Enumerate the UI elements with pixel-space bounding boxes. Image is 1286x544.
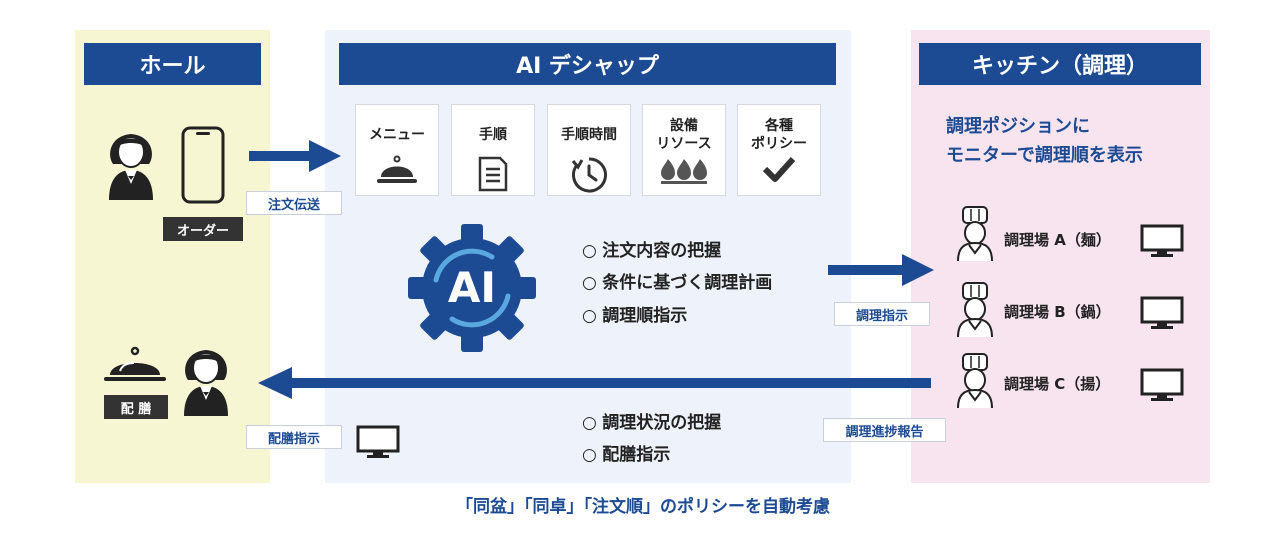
station-c-label: 調理場 C（揚） bbox=[1004, 375, 1111, 393]
waiter-serve-icon bbox=[184, 350, 228, 416]
tile-procedure-time-label: 手順時間 bbox=[561, 127, 617, 143]
tag-progress-report: 調理進捗報告 bbox=[823, 418, 946, 442]
bullet-cook-order: 調理順指示 bbox=[582, 301, 687, 326]
bullet-serve-instr: 配膳指示 bbox=[582, 440, 670, 465]
chef-icon bbox=[957, 353, 993, 409]
tile-menu-label: メニュー bbox=[369, 127, 425, 143]
check-icon bbox=[762, 156, 796, 182]
arrow-order-icon bbox=[249, 140, 341, 172]
waiter-icon bbox=[109, 134, 153, 200]
serve-label: 配 膳 bbox=[104, 395, 168, 419]
tag-serve-instr: 配膳指示 bbox=[246, 425, 342, 449]
cloche-icon bbox=[377, 155, 417, 183]
monitor-icon bbox=[1140, 368, 1184, 401]
tile-equipment: 設備 リソース bbox=[642, 104, 726, 196]
tile-procedure: 手順 bbox=[451, 104, 535, 196]
station-a-label: 調理場 A（麺） bbox=[1004, 231, 1111, 249]
chef-icon bbox=[957, 282, 993, 338]
chef-icon bbox=[957, 206, 993, 262]
bullet-cook-plan: 条件に基づく調理計画 bbox=[582, 268, 772, 293]
tile-policy-label: 各種 ポリシー bbox=[751, 118, 807, 152]
kitchen-desc-line1: 調理ポジションに bbox=[946, 116, 1090, 137]
monitor-icon bbox=[1140, 224, 1184, 257]
ai-deshap-header: AI デシャップ bbox=[339, 43, 836, 85]
tile-procedure-label: 手順 bbox=[479, 127, 507, 143]
monitor-icon bbox=[1140, 296, 1184, 329]
tag-cook-instr: 調理指示 bbox=[834, 302, 930, 326]
gear-ai-icon bbox=[408, 224, 536, 352]
order-label: オーダー bbox=[163, 217, 243, 241]
tag-order-send: 注文伝送 bbox=[246, 191, 342, 215]
bullet-order-grasp: 注文内容の把握 bbox=[582, 236, 721, 261]
hall-header: ホール bbox=[84, 43, 261, 85]
tile-policy: 各種 ポリシー bbox=[737, 104, 821, 196]
timer-icon bbox=[571, 157, 607, 193]
arrow-cook-instr-icon bbox=[828, 254, 934, 286]
tile-procedure-time: 手順時間 bbox=[547, 104, 631, 196]
flame-icon bbox=[661, 159, 707, 184]
cloche-icon bbox=[104, 346, 166, 381]
bullet-cook-status: 調理状況の把握 bbox=[582, 408, 721, 433]
smartphone-icon bbox=[181, 126, 225, 204]
policy-footer: 「同盆」「同卓」「注文順」のポリシーを自動考慮 bbox=[456, 497, 830, 517]
ai-label: AI bbox=[447, 263, 497, 312]
document-icon bbox=[478, 156, 508, 192]
station-b-label: 調理場 B（鍋） bbox=[1004, 303, 1111, 321]
kitchen-desc-line2: モニターで調理順を表示 bbox=[946, 145, 1143, 166]
tile-menu: メニュー bbox=[355, 104, 439, 196]
kitchen-header: キッチン（調理） bbox=[919, 43, 1201, 85]
arrow-return-icon bbox=[258, 367, 931, 399]
tile-equipment-label: 設備 リソース bbox=[656, 118, 712, 152]
monitor-icon bbox=[356, 425, 400, 458]
